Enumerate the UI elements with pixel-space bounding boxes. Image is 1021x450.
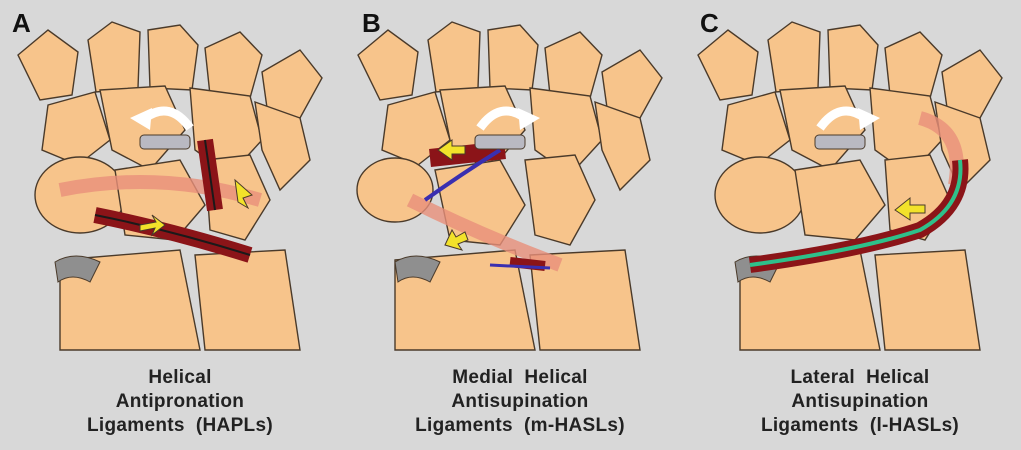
caption-b: Medial Helical Antisupination Ligaments … [370,366,670,438]
caption-line: Helical [30,366,330,390]
caption-line: Ligaments (HAPLs) [30,414,330,438]
caption-line: Antisupination [370,390,670,414]
caption-line: Ligaments (m-HASLs) [370,414,670,438]
caption-line: Lateral Helical [710,366,1010,390]
caption-line: Medial Helical [370,366,670,390]
wrist-illustration-c [680,0,1020,360]
panel-label-a: A [12,8,31,39]
panel-a: A Helical Antipronation Ligaments (HAPLs… [0,0,340,450]
panel-b: B Medial Helical Antisupination Ligament… [340,0,680,450]
caption-line: Antipronation [30,390,330,414]
caption-line: Antisupination [710,390,1010,414]
caption-a: Helical Antipronation Ligaments (HAPLs) [30,366,330,438]
caption-line: Ligaments (l-HASLs) [710,414,1010,438]
caption-c: Lateral Helical Antisupination Ligaments… [710,366,1010,438]
panel-label-c: C [700,8,719,39]
wrist-illustration-a [0,0,340,360]
panel-c: C Lateral Helical Antisupination Ligamen… [680,0,1020,450]
panel-label-b: B [362,8,381,39]
wrist-illustration-b [340,0,680,360]
